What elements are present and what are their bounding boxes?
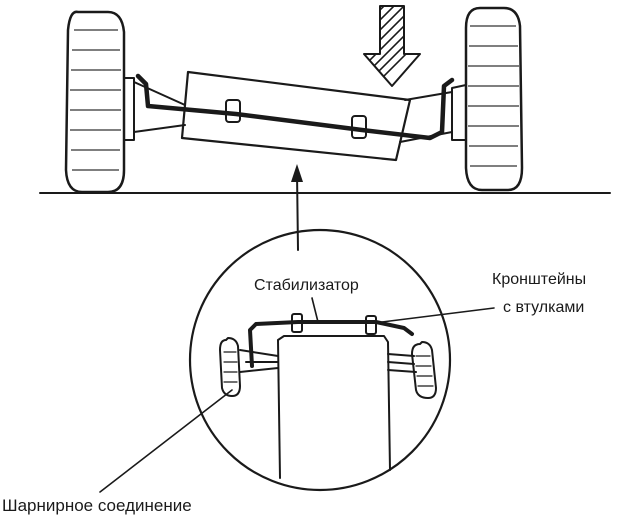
pointer-arrow <box>291 164 303 251</box>
detail-left-wheel <box>219 337 241 397</box>
stabilizer-label: Стабилизатор <box>254 277 359 294</box>
detail-arms <box>239 349 417 373</box>
hatched-down-arrow-icon <box>363 5 421 87</box>
brackets-label-line1: Кронштейны <box>492 271 587 288</box>
detail-stabilizer-bar <box>248 320 414 368</box>
detail-circle <box>188 228 452 492</box>
joint-label: Шарнирное соединение <box>2 496 192 515</box>
left-wheel <box>64 10 126 194</box>
detail-body <box>277 335 391 479</box>
detail-right-wheel <box>411 341 437 399</box>
upper-brackets <box>225 99 367 139</box>
stabilizer-bar <box>135 73 455 141</box>
leader-lines <box>99 297 495 493</box>
detail-brackets <box>291 313 377 335</box>
brackets-label-line2: с втулками <box>503 299 585 316</box>
right-wheel <box>464 6 524 192</box>
vehicle-body <box>180 70 412 162</box>
